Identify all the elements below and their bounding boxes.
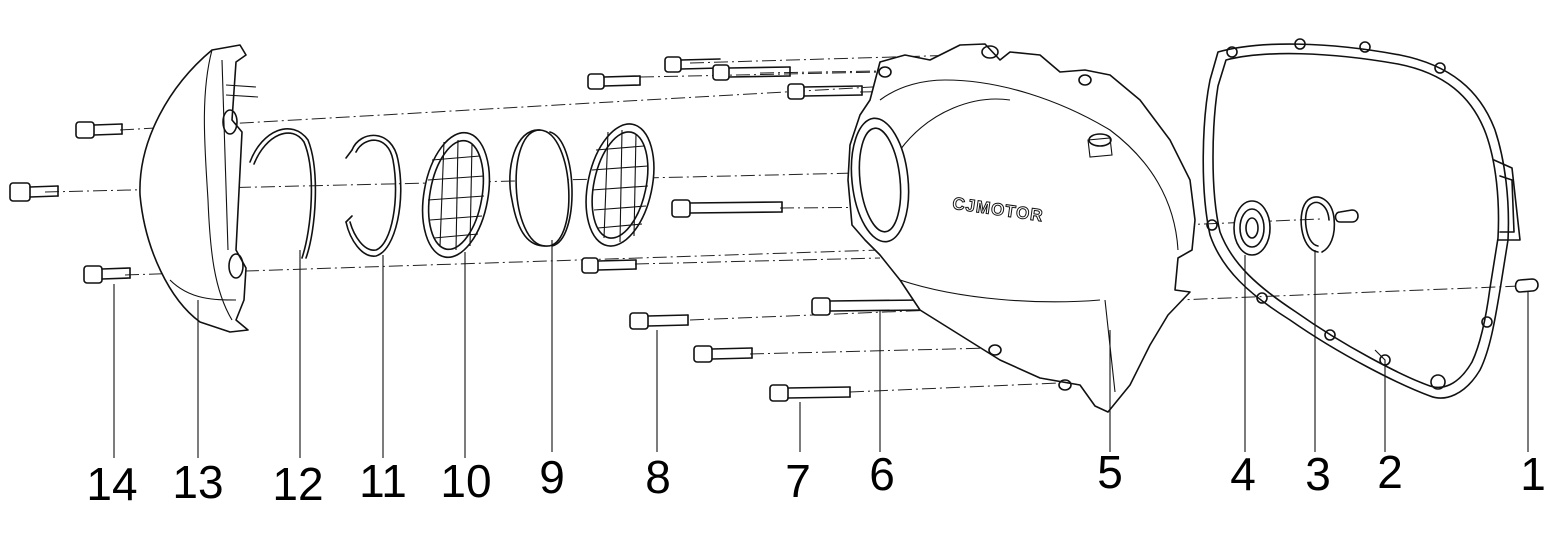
bolt-upper	[75, 121, 123, 139]
callout-8: 8	[645, 451, 671, 503]
part-4-bearing	[1233, 200, 1271, 256]
callout-3: 3	[1305, 448, 1331, 500]
callout-5: 5	[1097, 446, 1123, 498]
part-11-circlip	[345, 134, 402, 257]
callout-2: 2	[1377, 446, 1403, 498]
callout-leaders	[113, 240, 1529, 458]
callout-13: 13	[172, 456, 223, 508]
callout-1: 1	[1520, 448, 1546, 500]
callout-12: 12	[272, 458, 323, 510]
callout-14: 14	[86, 458, 137, 510]
callout-11: 11	[359, 455, 407, 507]
callout-7: 7	[785, 455, 811, 507]
part-10-grille	[421, 131, 491, 259]
part-8-bolts	[581, 56, 863, 363]
assembly-axis-lines	[44, 54, 1521, 393]
callout-9: 9	[539, 451, 565, 503]
callout-4: 4	[1230, 448, 1256, 500]
callout-10: 10	[440, 455, 491, 507]
part-6-long-bolts	[671, 199, 925, 316]
part-2-gasket	[1202, 38, 1521, 399]
dowel-pins	[1334, 209, 1539, 293]
bolt-lower	[83, 265, 131, 284]
part-7-bolt	[769, 384, 851, 402]
part-5-clutch-cover: CJMOTOR	[847, 43, 1196, 413]
part-9-filter-disc	[509, 129, 573, 247]
bolt-middle	[9, 182, 59, 202]
part-3-snap-ring	[1300, 196, 1336, 253]
part-13-duct-cover	[139, 44, 259, 333]
grille-inner	[585, 123, 655, 247]
callout-numbers: 14 13 12 11 10 9 8 7 6 5 4 3 2 1	[86, 446, 1545, 510]
part-12-wire-clip	[249, 128, 317, 259]
callout-6: 6	[869, 448, 895, 500]
part-14-bolts	[9, 121, 131, 284]
